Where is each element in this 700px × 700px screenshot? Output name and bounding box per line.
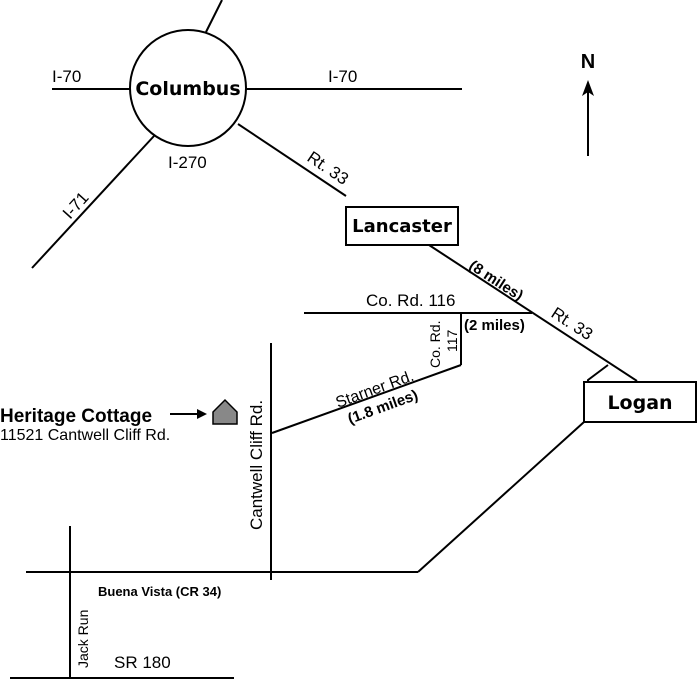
north-label: N [581, 51, 595, 73]
rt33-north-label: Rt. 33 [304, 148, 352, 189]
sr180-label: SR 180 [114, 653, 171, 672]
distance-8-miles: (8 miles) [466, 257, 526, 304]
rt33-south-road [428, 244, 638, 382]
columbus-circle [129, 29, 247, 147]
jack-run-label: Jack Run [75, 610, 91, 668]
i70-east-label: I-70 [328, 67, 357, 86]
north-arrow-icon [582, 80, 594, 156]
distance-2-miles: (2 miles) [464, 317, 525, 334]
cottage-house-icon [212, 398, 238, 425]
i270-label: I-270 [168, 153, 207, 172]
co-rd-117-label-line1: Co. Rd. [427, 321, 443, 368]
cantwell-cliff-rd-label: Cantwell Cliff Rd. [247, 400, 266, 530]
destination-name: Heritage Cottage [0, 406, 152, 427]
buena-vista-label: Buena Vista (CR 34) [98, 584, 221, 599]
logan-label: Logan [607, 392, 672, 414]
north-road [205, 0, 223, 33]
lancaster-box [345, 206, 459, 246]
co-rd-117-label-line2: 117 [444, 329, 460, 352]
rt33-north-road [237, 123, 347, 197]
columbus-label: Columbus [135, 78, 240, 100]
logan-box [583, 381, 697, 423]
destination-arrow-icon [170, 409, 207, 419]
i70-west-label: I-70 [52, 67, 81, 86]
co-rd-116-label: Co. Rd. 116 [366, 291, 455, 310]
starner-rd-road [271, 364, 462, 434]
lancaster-label: Lancaster [352, 216, 452, 237]
destination-address: 11521 Cantwell Cliff Rd. [0, 427, 170, 444]
logan-connector-road [417, 364, 609, 573]
i71-road [31, 135, 155, 269]
i71-label: I-71 [59, 188, 93, 222]
